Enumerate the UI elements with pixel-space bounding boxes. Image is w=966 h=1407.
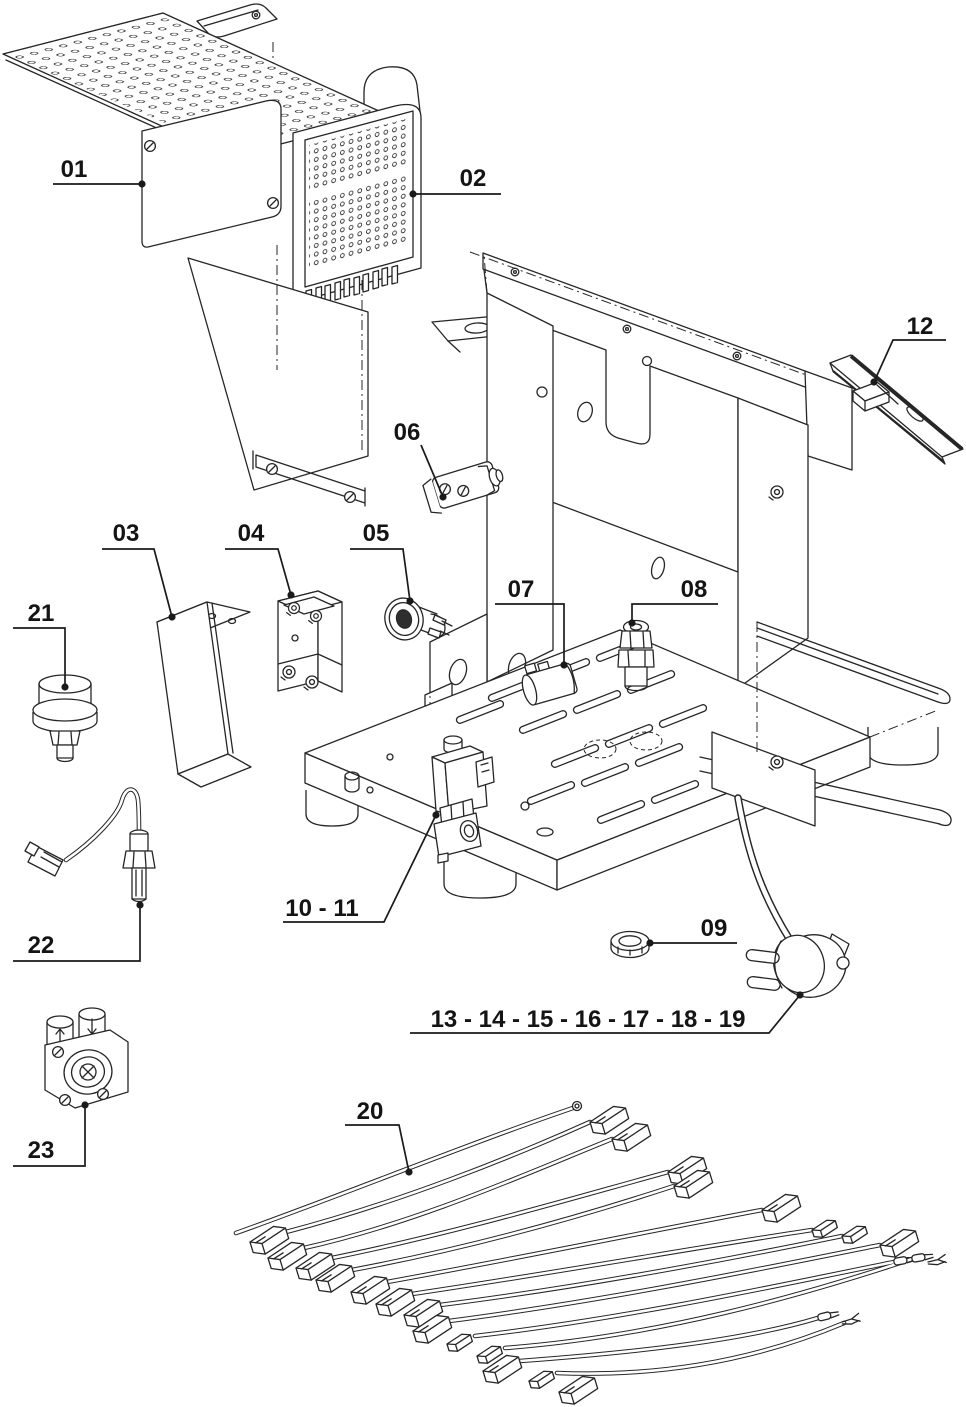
callout-02-label: 02 (460, 165, 487, 192)
callout-13-19-label: 13 - 14 - 15 - 16 - 17 - 18 - 19 (431, 1006, 746, 1033)
callout-21-label: 21 (28, 600, 55, 627)
part-07-capacitor (521, 660, 578, 706)
callout-12: 12 (870, 313, 946, 386)
part-09-locknut (610, 930, 650, 959)
callout-23: 23 (13, 1101, 89, 1167)
callout-01-label: 01 (61, 156, 88, 183)
callout-13-19: 13 - 14 - 15 - 16 - 17 - 18 - 19 (410, 991, 804, 1034)
callout-05: 05 (350, 520, 414, 605)
callout-04: 04 (225, 520, 295, 599)
callout-03-label: 03 (113, 520, 140, 547)
callout-07: 07 (495, 576, 568, 669)
mounting-plate-rail (187, 245, 369, 507)
callout-20: 20 (345, 1098, 413, 1176)
part-05-indicator (384, 597, 453, 641)
part-20-wiring-harness (233, 1100, 948, 1407)
callout-04-label: 04 (238, 520, 265, 547)
chassis-frame (424, 251, 853, 755)
part-06-switch (422, 461, 504, 514)
callout-20-label: 20 (357, 1098, 384, 1125)
callout-07-label: 07 (508, 576, 535, 603)
callout-09-label: 09 (701, 915, 728, 942)
callout-22-label: 22 (28, 932, 55, 959)
callout-21: 21 (13, 600, 69, 691)
callout-22: 22 (13, 901, 144, 962)
part-03-bracket (156, 601, 252, 788)
part-10-11-solenoid-valve (431, 735, 495, 864)
callout-10-11-label: 10 - 11 (285, 895, 358, 922)
callout-02: 02 (409, 165, 501, 198)
callout-03: 03 (102, 520, 176, 621)
callout-23-label: 23 (28, 1137, 55, 1164)
callout-09: 09 (646, 915, 737, 947)
part-23-flow-meter (44, 1007, 129, 1109)
callout-10-11: 10 - 11 (283, 811, 440, 923)
callout-12-label: 12 (907, 313, 934, 340)
callout-08-label: 08 (681, 576, 708, 603)
part-08-cable-gland (617, 619, 655, 692)
callout-06-label: 06 (394, 419, 421, 446)
part-04-relay (277, 590, 343, 693)
callout-06: 06 (394, 419, 447, 501)
callout-05-label: 05 (363, 520, 390, 547)
part-13-19-power-cord-plug (734, 794, 850, 998)
part-22-temperature-probe (24, 787, 156, 903)
callout-01: 01 (53, 156, 146, 188)
callouts: 01 02 03 04 05 06 07 08 09 10 - 11 12 (13, 156, 946, 1176)
part-02-electronic-module (141, 99, 422, 309)
part-12-cover-plate (829, 354, 964, 465)
callout-08: 08 (628, 576, 718, 627)
